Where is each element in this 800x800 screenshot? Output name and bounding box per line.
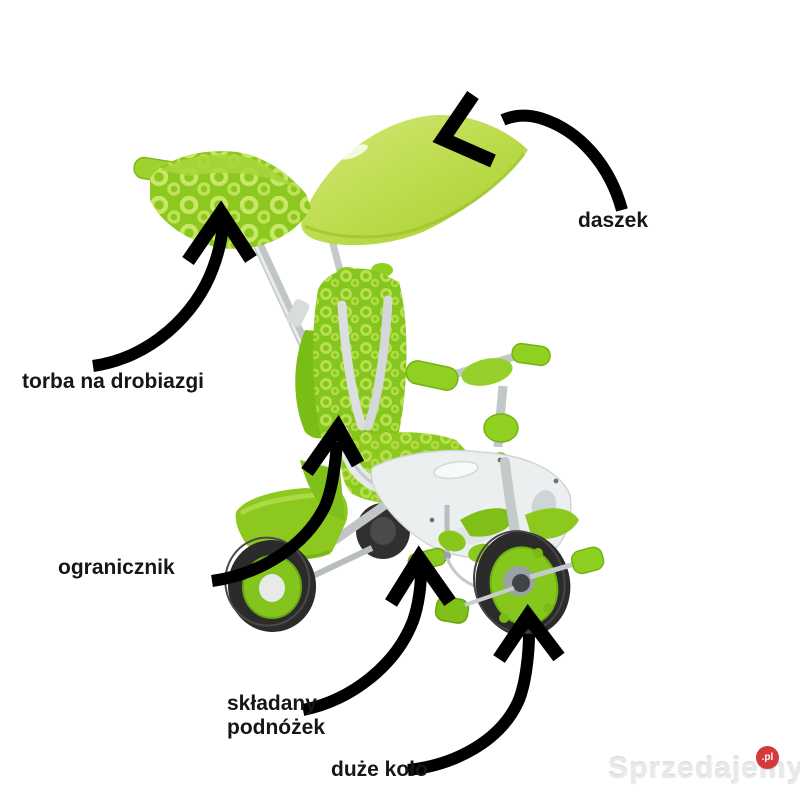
canopy bbox=[301, 114, 528, 246]
label-footrest: składany podnóżek bbox=[227, 692, 325, 740]
arrow-to-footrest bbox=[301, 545, 456, 716]
right-pedal bbox=[529, 546, 605, 580]
label-footrest-line1: składany bbox=[227, 692, 317, 715]
label-safety-bar: ogranicznik bbox=[58, 556, 175, 579]
label-footrest-line2: podnóżek bbox=[227, 716, 325, 739]
handlebar bbox=[405, 342, 551, 448]
label-front-wheel: duże koło bbox=[331, 758, 428, 781]
arrow-to-front-wheel bbox=[407, 603, 565, 776]
label-bag: torba na drobiazgi bbox=[22, 370, 205, 393]
label-canopy: daszek bbox=[578, 209, 649, 232]
watermark: Sprzedajemy .pl bbox=[604, 744, 800, 794]
front-wheel bbox=[464, 530, 571, 637]
storage-bag bbox=[133, 151, 311, 249]
arrow-to-safety-bar bbox=[211, 414, 365, 587]
watermark-tld-badge: .pl bbox=[756, 746, 779, 769]
front-mudguard-flaps bbox=[438, 508, 579, 552]
arrow-to-bag bbox=[92, 200, 257, 372]
arrow-to-canopy bbox=[432, 91, 628, 212]
